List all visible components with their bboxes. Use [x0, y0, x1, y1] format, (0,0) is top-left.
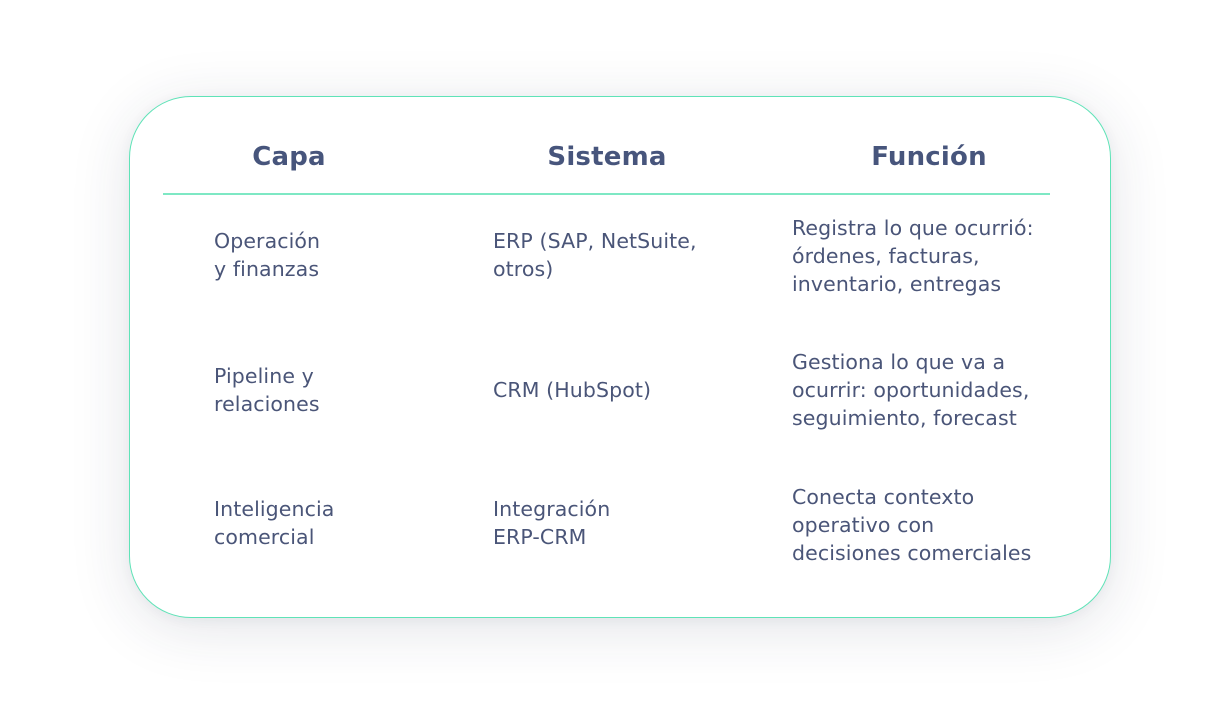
- header-divider: [163, 193, 1050, 195]
- header-capa: Capa: [252, 142, 326, 172]
- row-2-capa-line-1: Pipeline y: [214, 364, 314, 388]
- row-1-funcion-line-2: órdenes, facturas,: [792, 244, 980, 268]
- row-3-funcion-line-2: operativo con: [792, 513, 935, 537]
- row-2-funcion-line-1: Gestiona lo que va a: [792, 350, 1006, 374]
- row-2-funcion: Gestiona lo que va a ocurrir: oportunida…: [792, 348, 1029, 432]
- row-2-funcion-line-2: ocurrir: oportunidades,: [792, 378, 1030, 402]
- row-2-sistema-line-1: CRM (HubSpot): [493, 378, 652, 402]
- row-1-sistema-line-1: ERP (SAP, NetSuite,: [493, 229, 697, 253]
- row-2-capa-line-2: relaciones: [214, 392, 320, 416]
- row-3-capa-line-2: comercial: [214, 525, 315, 549]
- header-sistema: Sistema: [547, 142, 667, 172]
- row-1-funcion-line-3: inventario, entregas: [792, 272, 1002, 296]
- row-2-sistema: CRM (HubSpot): [493, 376, 651, 404]
- row-3-sistema: Integración ERP-CRM: [493, 495, 610, 551]
- row-1-capa-line-2: y finanzas: [214, 257, 320, 281]
- row-2-funcion-line-3: seguimiento, forecast: [792, 406, 1017, 430]
- row-1-capa-line-1: Operación: [214, 229, 321, 253]
- row-3-sistema-line-1: Integración: [493, 497, 611, 521]
- row-3-capa-line-1: Inteligencia: [214, 497, 335, 521]
- header-funcion: Función: [871, 142, 987, 172]
- row-1-funcion: Registra lo que ocurrió: órdenes, factur…: [792, 214, 1034, 298]
- row-1-sistema: ERP (SAP, NetSuite, otros): [493, 227, 697, 283]
- table-card: [129, 96, 1111, 618]
- row-3-capa: Inteligencia comercial: [214, 495, 334, 551]
- row-2-capa: Pipeline y relaciones: [214, 362, 320, 418]
- row-3-funcion-line-3: decisiones comerciales: [792, 541, 1032, 565]
- row-1-funcion-line-1: Registra lo que ocurrió:: [792, 216, 1034, 240]
- row-3-sistema-line-2: ERP-CRM: [493, 525, 587, 549]
- row-1-sistema-line-2: otros): [493, 257, 554, 281]
- row-1-capa: Operación y finanzas: [214, 227, 320, 283]
- row-3-funcion: Conecta contexto operativo con decisione…: [792, 483, 1031, 567]
- row-3-funcion-line-1: Conecta contexto: [792, 485, 975, 509]
